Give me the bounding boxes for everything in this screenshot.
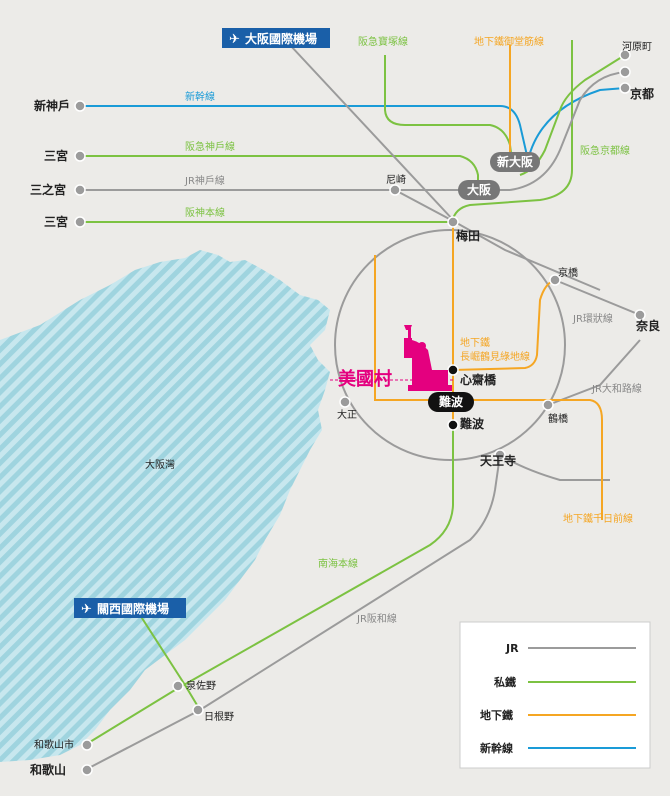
osaka-airport-link	[289, 44, 456, 223]
jr-hanwa-line-label: JR阪和線	[356, 612, 397, 625]
kyoto-dot-2[interactable]	[619, 82, 631, 94]
hineno-label: 日根野	[204, 710, 234, 723]
kawaramachi-label: 河原町	[622, 41, 652, 53]
jr-yamatoji-line-label: JR大和路線	[591, 382, 642, 395]
midosuji-line-label: 地下鐵御堂筋線	[474, 35, 544, 48]
namba-main-badge[interactable]	[428, 392, 474, 412]
shin-osaka-badge[interactable]	[490, 152, 540, 172]
osaka-badge[interactable]	[458, 180, 500, 200]
hankyu-kyoto-to-umeda	[451, 40, 573, 223]
osaka-bay-label: 大阪灣	[145, 458, 175, 471]
sannomiya-label-1: 三宮	[44, 148, 68, 163]
jr-loop-line	[334, 229, 566, 461]
osaka-label: 大阪	[467, 182, 492, 197]
sannomiya-label-3: 三之宮	[30, 182, 66, 197]
wakayamashi-label: 和歌山市	[34, 738, 74, 751]
kyobashi-label: 京橋	[558, 266, 578, 279]
umeda-label: 梅田	[456, 228, 480, 243]
sennichimae-line-label: 地下鐵千日前線	[563, 512, 633, 525]
taisho-dot[interactable]	[339, 396, 351, 408]
nagahori-line-label-2: 長崛鶴見綠地線	[460, 350, 530, 363]
kansai-airport-box[interactable]	[74, 598, 186, 618]
izumisano-label: 泉佐野	[186, 679, 216, 692]
midosuji-line	[452, 45, 511, 425]
osaka-bay-water	[0, 250, 330, 762]
sannomiya-dot-3[interactable]	[74, 216, 86, 228]
osaka-airport-box[interactable]	[222, 28, 330, 48]
hankyu-takarazuka-line	[384, 55, 513, 161]
kyoto-dot-1[interactable]	[619, 66, 631, 78]
hankyu-takarazuka-line-label: 阪急寶塚線	[358, 35, 408, 48]
legend-label-subway: 地下鐵	[480, 708, 513, 722]
tennoji-dot[interactable]	[494, 449, 506, 461]
legend-label-private: 私鐵	[494, 675, 516, 689]
tennoji-label: 天王寺	[480, 453, 516, 468]
legend: JR 私鐵 地下鐵 新幹線	[459, 621, 651, 769]
kansai-airport-link	[139, 614, 201, 711]
amagasaki-dot[interactable]	[389, 184, 401, 196]
sannomiya-dot-2[interactable]	[74, 184, 86, 196]
station-dots	[74, 49, 646, 776]
namba-label: 難波	[460, 416, 485, 431]
sannomiya-dot-1[interactable]	[74, 150, 86, 162]
legend-box	[459, 621, 651, 769]
jr-tennoji-east	[499, 454, 610, 481]
hankyu-kyoto-line-label: 阪急京都線	[580, 144, 630, 157]
america-mura-label[interactable]: 美國村	[338, 368, 392, 390]
amagasaki-label: 尼崎	[386, 173, 406, 186]
hankyu-kobe-line	[80, 155, 479, 190]
statue-of-liberty-icon	[404, 325, 452, 391]
wakayama-label: 和歌山	[29, 762, 66, 777]
osaka-airport-label: 大阪國際機場	[245, 31, 317, 46]
kyobashi-dot[interactable]	[549, 274, 561, 286]
sannomiya-label-2: 三宮	[44, 214, 68, 229]
nankai-line	[84, 425, 454, 746]
shinkansen-line-label: 新幹線	[185, 90, 215, 103]
wakayama-dot[interactable]	[81, 764, 93, 776]
shin-kobe-label: 新神戶	[34, 98, 70, 113]
jr-yamatoji-line	[547, 339, 641, 406]
hineno-dot[interactable]	[192, 704, 204, 716]
shinkansen-line	[80, 105, 529, 161]
kawaramachi-dot[interactable]	[619, 49, 631, 61]
shinsaibashi-label: 心齋橋	[460, 372, 497, 387]
namba-main-label: 難波	[439, 394, 464, 409]
jr-loop-line-label: JR環狀線	[572, 312, 613, 325]
umeda-dot[interactable]	[447, 216, 459, 228]
wakayamashi-dot[interactable]	[81, 739, 93, 751]
legend-label-jr: JR	[505, 642, 519, 655]
tsuruhashi-dot[interactable]	[542, 399, 554, 411]
tsuruhashi-label: 鶴橋	[548, 412, 568, 425]
namba-dot[interactable]	[447, 419, 459, 431]
jr-kobe-line-label: JR神戶線	[184, 174, 225, 187]
jr-kyobashi-nara	[554, 279, 641, 316]
hanshin-line-label: 阪神本線	[185, 206, 225, 219]
nara-dot[interactable]	[634, 309, 646, 321]
nagahori-kyobashi-branch	[452, 279, 556, 371]
legend-label-shinkansen: 新幹線	[480, 741, 513, 755]
plane-icon-osaka: ✈	[229, 32, 240, 47]
kansai-airport-label: 關西國際機場	[97, 601, 169, 616]
shinsaibashi-dot[interactable]	[447, 364, 459, 376]
nagahori-line-label-1: 地下鐵	[460, 336, 490, 349]
nankai-line-label: 南海本線	[318, 557, 358, 570]
sennichimae-line	[453, 399, 603, 520]
jr-amagasaki-umeda	[394, 189, 601, 291]
shin-osaka-label: 新大阪	[497, 154, 534, 169]
nara-label: 奈良	[635, 318, 660, 333]
plane-icon-kansai: ✈	[81, 602, 92, 617]
shin-kobe-dot[interactable]	[74, 100, 86, 112]
shinkansen-kyoto-branch	[527, 87, 626, 161]
jr-kyoto-line	[509, 71, 626, 191]
jr-hanwa-line	[84, 454, 501, 771]
hankyu-kobe-line-label: 阪急神戶線	[185, 140, 235, 153]
taisho-label: 大正	[337, 408, 357, 421]
izumisano-dot[interactable]	[172, 680, 184, 692]
kyoto-label: 京都	[630, 86, 654, 101]
